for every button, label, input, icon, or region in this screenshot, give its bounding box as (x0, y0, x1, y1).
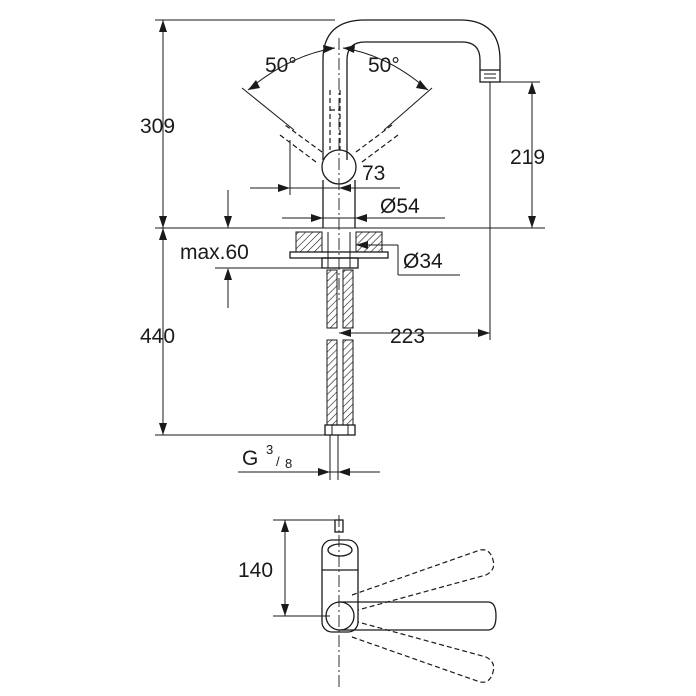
reach-dimension (339, 82, 491, 340)
angle-left-label: 50° (265, 54, 297, 77)
thread-label: G (242, 447, 258, 470)
total-height-label: 309 (140, 115, 175, 138)
thread-dimension (238, 435, 380, 480)
faucet-top-view (273, 515, 497, 690)
hose-length-label: 440 (140, 325, 175, 348)
top-view-depth-label: 140 (238, 559, 273, 582)
thread-slash: / (276, 454, 280, 469)
angle-right-label: 50° (368, 54, 400, 77)
handle-offset-label: 73 (362, 162, 385, 185)
faucet-front-view (279, 19, 501, 300)
reach-label: 223 (390, 325, 425, 348)
max-thickness-dimension (215, 190, 322, 308)
spout-height-label: 219 (510, 146, 545, 169)
supply-hoses (324, 269, 356, 436)
thread-denominator: 8 (285, 456, 292, 471)
spout-height-dimension (490, 81, 540, 228)
left-height-dimension (155, 19, 335, 436)
body-diameter-dimension (282, 214, 445, 222)
max-thickness-label: max.60 (180, 241, 249, 264)
hole-diameter-label: Ø34 (403, 250, 443, 273)
handle-angle-dimension (241, 45, 433, 131)
handle-offset-dimension (250, 140, 400, 195)
hole-diameter-dimension (356, 241, 460, 276)
body-diameter-label: Ø54 (380, 195, 420, 218)
mounting-section (289, 231, 389, 269)
thread-numerator: 3 (266, 442, 273, 457)
